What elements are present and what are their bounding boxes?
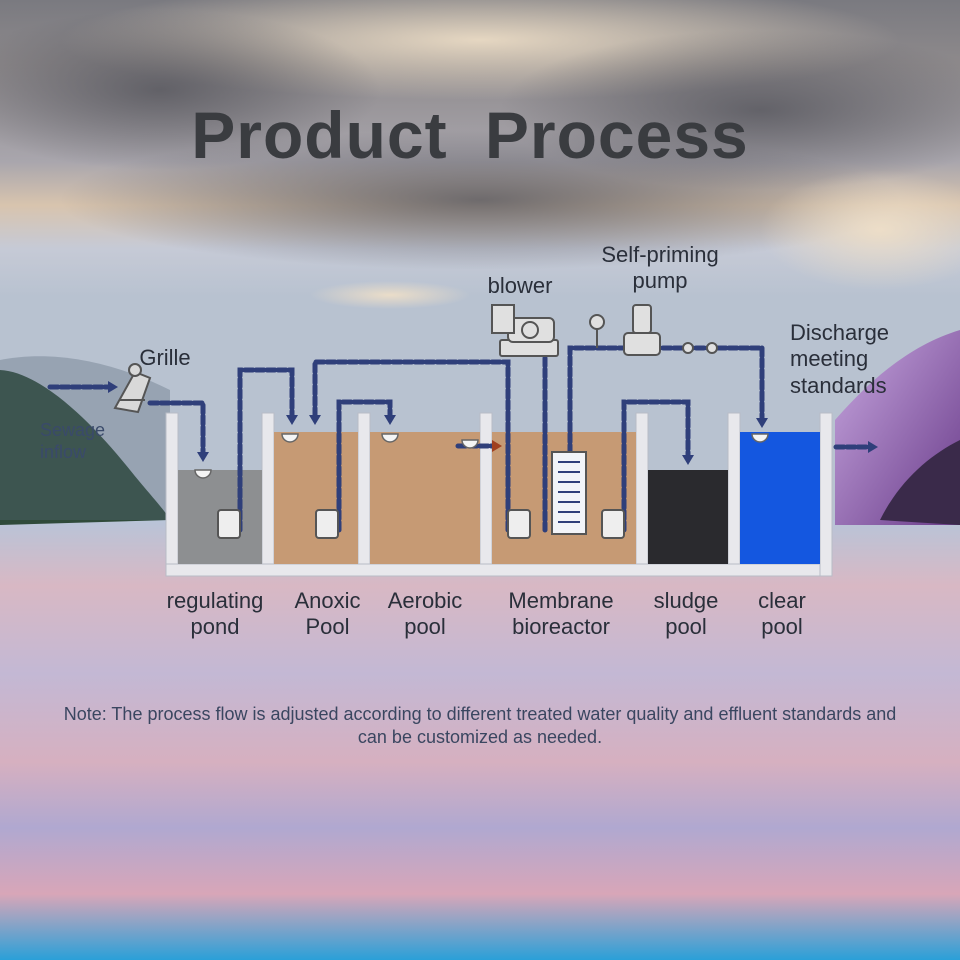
clouds: [0, 0, 960, 309]
submersible-pump: [601, 509, 625, 539]
membrane-module: [551, 451, 587, 535]
submersible-pump: [507, 509, 531, 539]
discharge-arrow: [868, 441, 878, 453]
pump-icon: [589, 304, 718, 356]
submersible-pump: [315, 509, 339, 539]
tank-anoxic: [274, 432, 358, 564]
lift-pipe-1: [237, 367, 295, 533]
tank-aerobic: [370, 432, 480, 564]
return-pipe: [312, 359, 511, 533]
tank-label-membrane: Membrane bioreactor: [508, 588, 614, 640]
grille-icon: [113, 363, 152, 414]
left-mountain: [0, 370, 170, 525]
lift-pipe-2: [336, 399, 393, 533]
discharge-label: Discharge meeting standards: [790, 320, 890, 398]
blower-label: blower: [487, 273, 553, 298]
pump-pipe: [567, 345, 765, 533]
pipes: [47, 345, 873, 533]
grille-pipe: [147, 400, 206, 455]
sludge-pipe: [621, 399, 691, 533]
submersible-pumps: [217, 509, 625, 539]
tank-label-aerobic: Aerobic pool: [387, 588, 463, 640]
blower-icon: [491, 304, 559, 357]
water: [0, 520, 960, 960]
arrow-3: [309, 415, 321, 425]
submersible-pump: [217, 509, 241, 539]
arrow-6: [682, 455, 694, 465]
page-title: Product Process: [191, 98, 749, 172]
pump-label: Self-priming pump: [601, 242, 719, 294]
inflow-arrow: [108, 381, 118, 393]
tank-label-anoxic: Anoxic Pool: [294, 588, 361, 640]
grille-label: Grille: [139, 345, 191, 370]
transfer-arrow: [492, 440, 502, 452]
arrow-5: [756, 418, 768, 428]
tank-clear: [740, 432, 820, 564]
arrow-4: [384, 415, 396, 425]
arrow-2: [286, 415, 298, 425]
tank-label-sludge: sludge pool: [653, 588, 719, 640]
tank-label-clear: clear pool: [758, 588, 806, 640]
inflow-label: Sewage inflow: [40, 420, 106, 462]
level-gauges: [194, 433, 769, 479]
pipe-arrows: [108, 381, 878, 465]
arrow-1: [197, 452, 209, 462]
tank-sludge: [648, 470, 728, 564]
process-note: Note: The process flow is adjusted accor…: [63, 704, 897, 748]
tank-label-regulating: regulating pond: [166, 588, 264, 640]
